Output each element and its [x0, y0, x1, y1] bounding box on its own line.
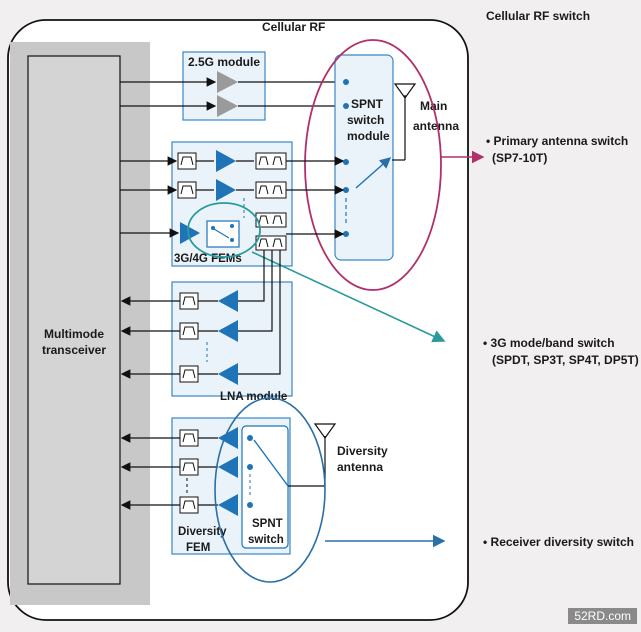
watermark: 52RD.com: [568, 608, 637, 624]
diversity-fem-label-2: FEM: [186, 542, 210, 554]
pa-2-5g-2-icon: [217, 95, 238, 117]
diversity-spnt-label-1: SPNT: [252, 518, 283, 530]
mode-band-switch-highlight: [187, 202, 261, 258]
fem-chain-1: [177, 150, 287, 172]
fems-3g4g-label: 3G/4G FEMs: [174, 253, 242, 265]
pa-2-5g-1-icon: [217, 71, 238, 93]
spnt-switch-module-box: [334, 54, 394, 261]
diversity-switch-highlight: [214, 397, 326, 583]
diversity-spnt-switch-box: [241, 425, 289, 549]
lna-module-label: LNA module: [220, 391, 287, 403]
diversity-antenna-icon: [313, 423, 337, 440]
multimode-transceiver-box: [27, 55, 121, 585]
spnt-module-arm: [355, 157, 392, 189]
cellular-rf-title: Cellular RF: [262, 20, 325, 34]
transceiver-label-1: Multimode: [44, 327, 104, 341]
fem-chain-3: [180, 212, 287, 251]
mode-band-annotation-1: • 3G mode/band switch: [483, 336, 615, 350]
main-antenna-icon: [393, 83, 417, 100]
module-2-5g-label: 2.5G module: [188, 55, 260, 69]
spnt-module-label-3: module: [347, 129, 390, 143]
diversity-antenna-label-1: Diversity: [337, 444, 388, 458]
cellular-rf-switch-title: Cellular RF switch: [486, 9, 590, 23]
diversity-spnt-contacts: [247, 435, 289, 508]
mode-band-annotation-2: (SPDT, SP3T, SP4T, DP5T): [492, 353, 639, 367]
primary-switch-annotation-2: (SP7-10T): [492, 151, 547, 165]
transceiver-label-2: transceiver: [42, 343, 106, 357]
diversity-spnt-label-2: switch: [248, 534, 284, 546]
spnt-module-contacts: [343, 79, 349, 237]
diversity-chain-1: [179, 427, 238, 449]
diversity-annotation: • Receiver diversity switch: [483, 535, 634, 549]
diversity-fem-label-1: Diversity: [178, 526, 227, 538]
lna-chain-2: [179, 320, 238, 342]
primary-switch-annotation-1: • Primary antenna switch: [486, 134, 628, 148]
lna-chain-1: [179, 290, 238, 312]
spnt-module-label-2: switch: [347, 113, 384, 127]
spnt-module-label-1: SPNT: [351, 97, 384, 111]
fem-chain-2: [177, 179, 287, 201]
primary-switch-highlight: [304, 39, 442, 291]
main-antenna-label-2: antenna: [413, 119, 459, 133]
diversity-antenna-label-2: antenna: [337, 460, 383, 474]
